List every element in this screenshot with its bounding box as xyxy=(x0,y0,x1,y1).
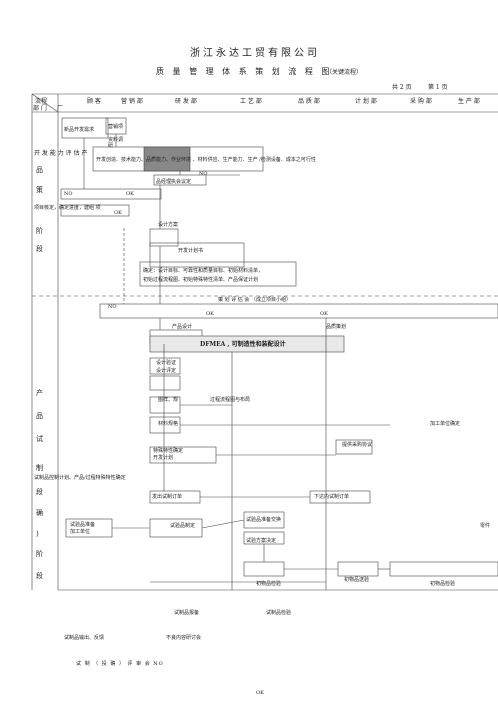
phase2-label-6: 确 xyxy=(36,509,43,517)
special-char: 特殊特性确定 xyxy=(153,448,184,454)
sales-rep: 营销项 xyxy=(108,124,124,130)
box-no-feasibility xyxy=(60,188,162,200)
confirm-detail-2: 初始过程流程图、初始特殊特性清单、产品保证计划 xyxy=(143,277,259,283)
processing-unit: 加工单位 xyxy=(70,529,91,535)
quality-plan: 品质策划 xyxy=(326,324,347,330)
ok-label-4: OK xyxy=(320,311,328,317)
phase2-label-5: 段 xyxy=(36,488,43,496)
ok-label-1: OK xyxy=(126,191,134,197)
pages-total: 共 2 页 xyxy=(392,84,412,91)
ok-label-2: OK xyxy=(114,210,122,216)
corner-factory-label: 厂 xyxy=(57,105,64,112)
phase2-label-2: 品 xyxy=(36,412,43,420)
planning-review: 策 划 评 估 会 （成立项目小组） xyxy=(218,297,291,303)
corner-flow-label: 流程 xyxy=(35,98,48,105)
company-name: 浙江永达工贸有限公司 xyxy=(190,48,320,59)
column-quality: 品 质 部 xyxy=(298,98,320,105)
supplier-confirm: 加工单位确定 xyxy=(430,421,461,427)
output-feedback: 试制品输出、反馈 xyxy=(64,635,105,641)
box-dev-ability-highlight xyxy=(143,146,191,172)
document-title: 质 量 管 理 体 系 策 划 流 程 图 xyxy=(156,67,333,76)
design-verify: 设计验证 xyxy=(156,360,177,366)
control-plan-sample: 试制品控制计划、产品/过程特殊特性确定 xyxy=(34,475,126,481)
column-production: 生 产 部 xyxy=(458,98,480,105)
box-project-approval xyxy=(60,204,130,217)
no-label-1: NO xyxy=(199,171,208,177)
phase2-label-1: 产 xyxy=(36,389,43,397)
sample-prep: 试验品准备 xyxy=(70,522,96,528)
ok-bottom: OK xyxy=(256,690,264,696)
process-flow-draft: 过程流程图与布局 xyxy=(210,397,251,403)
feasibility-review: 品经理执会议定 xyxy=(156,179,192,185)
phase1-label-4: 段 xyxy=(36,245,43,253)
product-design: 产品设计 xyxy=(172,324,193,330)
dev-plan-book: 开发计划书 xyxy=(178,248,204,254)
phase1-label-2: 策 xyxy=(36,186,43,194)
phase2-label-4: 制 xyxy=(36,464,43,472)
connector-processing-confirm xyxy=(201,519,245,529)
column-purchasing: 采 购 部 xyxy=(410,98,432,105)
ok-label-3: OK xyxy=(206,311,214,317)
no-label-3: NO xyxy=(108,304,117,310)
box-initial-check2 xyxy=(389,561,498,577)
initial-check2: 初物品检验 xyxy=(430,581,456,587)
sample-confirm: 试验品准备交换 xyxy=(246,517,282,523)
dev-plan2: 开发计划 xyxy=(153,455,174,461)
phase2-label-3: 试 xyxy=(36,435,43,443)
no-label-2: NO xyxy=(64,191,73,197)
drawing-spec: 图样、规 xyxy=(158,397,179,403)
column-planning: 计 划 部 xyxy=(355,98,377,105)
box-initial-receipt xyxy=(337,561,379,577)
new-product-need: 新品开发需求 xyxy=(64,127,95,133)
phase2-label-8: 阶 xyxy=(36,550,43,558)
corner-dept-label: 部 门 xyxy=(33,105,47,112)
defect-review: 不良内容研讨会 xyxy=(166,635,202,641)
box-confirm-detail xyxy=(139,261,297,287)
document-subtitle: （关键流程） xyxy=(326,69,363,76)
box-design-verify xyxy=(149,357,181,375)
phase2-label-9: 段 xyxy=(36,572,43,580)
material-spec: 材料规格 xyxy=(158,421,179,427)
box-design-review xyxy=(149,375,181,391)
trial-order-receive: 下达内试制订单 xyxy=(314,494,350,500)
dev-ability-detail: 开发创造、技术能力、品质能力、作业环境 、材料供应、生产能力、生产 /检测设备、… xyxy=(96,157,316,163)
box-purchase-agreement xyxy=(335,439,373,455)
corner-diagonal xyxy=(31,93,59,113)
box-new-product-need xyxy=(61,117,109,139)
design-plan: 设计方案 xyxy=(158,222,179,228)
trial-plan: 试验方案决定 xyxy=(246,538,277,544)
column-rd: 研 发 部 xyxy=(175,98,197,105)
parts: 零件 xyxy=(480,523,491,529)
project-approval: 项目核定，确定进度，建组 项 xyxy=(34,205,101,211)
initial-receipt: 初物品送验 xyxy=(344,577,370,583)
box-planning-review xyxy=(99,303,498,319)
phase1-label-3: 阶 xyxy=(36,227,43,235)
box-initial-check xyxy=(243,561,285,577)
phase2-label-7: ) xyxy=(36,530,39,538)
trial-processing: 试验品制定 xyxy=(170,523,196,529)
page-number: 第 1 页 xyxy=(428,84,448,91)
initial-check: 初物品检验 xyxy=(256,581,282,587)
info-material-2: 研 xyxy=(108,143,114,149)
trial-inspection: 试制品检验 xyxy=(266,610,292,616)
design-review: 设计评定 xyxy=(156,368,177,374)
trial-result-report: 试制品报备 xyxy=(174,610,200,616)
confirm-detail: 确定：设计目标、可靠性和质量目标、初始材料清单， xyxy=(143,268,264,274)
box-design-plan xyxy=(149,228,179,247)
info-material: 资料调 xyxy=(108,137,124,143)
dfmea: DFMEA , 可制造性和装配设计 xyxy=(200,341,286,348)
dev-ability: 开 发 能 力 评 估 产 xyxy=(34,150,88,157)
column-customer: 顾 客 xyxy=(87,98,101,105)
box-dev-plan-book xyxy=(149,242,245,268)
trial-review: 试 制 （ 投 确 ） 评 审 会 NO xyxy=(76,661,164,667)
column-sales: 营 销 部 xyxy=(121,98,143,105)
phase1-label-1: 品 xyxy=(36,166,43,174)
box-dfmea xyxy=(149,335,345,353)
trial-order: 发出试制订单 xyxy=(152,494,183,500)
column-process: 工 艺 部 xyxy=(240,98,262,105)
purchase-agreement: 提供采购协议 xyxy=(342,442,373,448)
